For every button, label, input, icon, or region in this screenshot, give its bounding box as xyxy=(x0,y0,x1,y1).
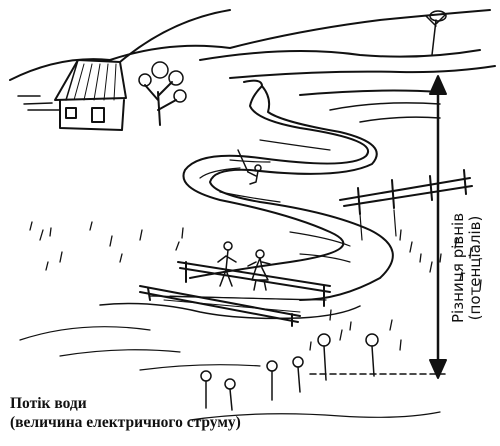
flower-icon xyxy=(292,356,304,393)
tree-icon xyxy=(138,61,187,126)
double-headed-arrow-icon xyxy=(429,75,447,379)
flower-icon xyxy=(365,333,379,377)
caption-line-2: (величина електричного струму) xyxy=(10,414,241,431)
fisherman xyxy=(237,149,262,185)
river xyxy=(19,79,394,371)
children xyxy=(217,241,271,291)
flower-icon xyxy=(317,333,331,381)
level-difference-label: Різниця рівнів (потенціалів) xyxy=(447,188,487,348)
caption-line-1: Потік води xyxy=(10,395,87,412)
fence xyxy=(339,169,473,241)
hills xyxy=(9,9,496,123)
side-label-line-1: Різниця рівнів xyxy=(449,212,467,324)
grass xyxy=(29,221,482,351)
flower-icon xyxy=(200,370,212,409)
caption: Потік води (величина електричного струму… xyxy=(10,394,241,432)
distant-tree xyxy=(425,10,447,56)
house-icon xyxy=(54,59,127,131)
side-label-line-2: (потенціалів) xyxy=(466,215,484,321)
flower-icon xyxy=(266,360,278,401)
bridge xyxy=(139,261,331,327)
flowers xyxy=(189,333,441,421)
flower-icon xyxy=(224,378,236,411)
